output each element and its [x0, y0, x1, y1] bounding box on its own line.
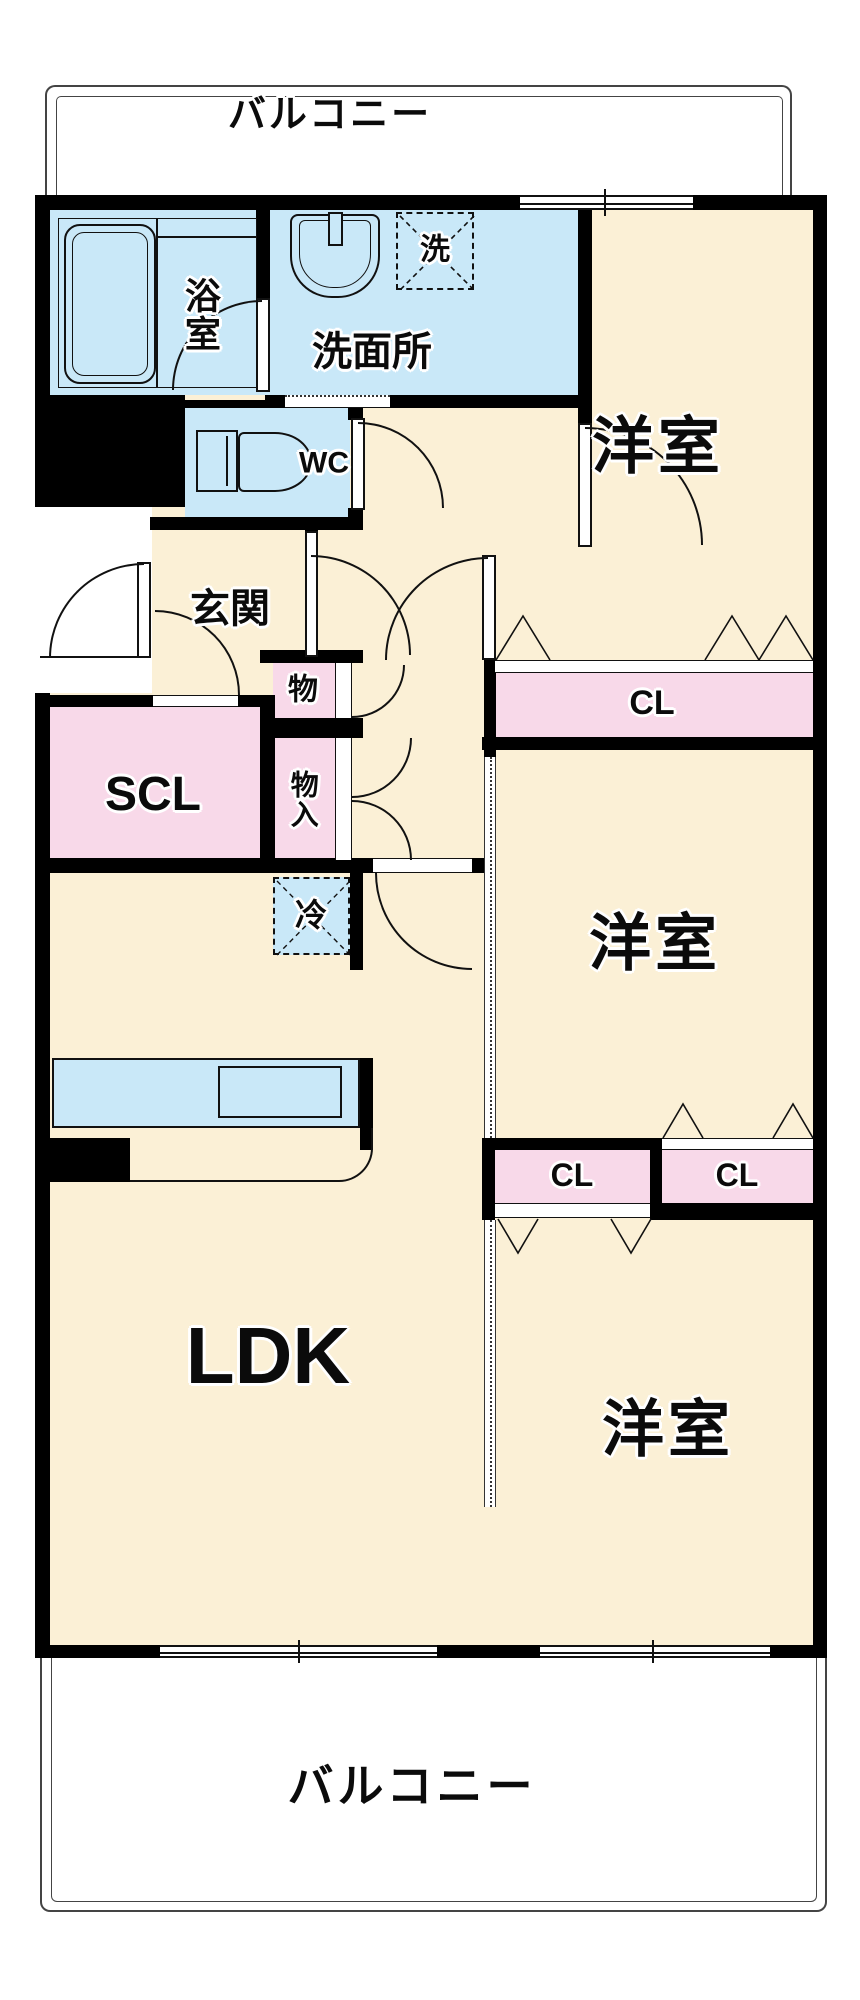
wall-wc-right-a	[348, 408, 363, 420]
window-bottom-tick	[652, 1640, 654, 1663]
fridge-label: 冷	[294, 897, 328, 934]
refrigerator	[273, 877, 351, 956]
wall-pipe-space	[35, 395, 185, 507]
sliding-door-middle-bedroom	[484, 757, 496, 1138]
wall-left-lower	[35, 693, 50, 1658]
scl-room	[50, 707, 262, 860]
bath-shelf-line	[157, 236, 257, 238]
window-bottom-bedroom	[540, 1645, 770, 1658]
wall-closettop-bottom	[482, 737, 813, 750]
wall-top	[35, 195, 827, 210]
balcony-top-label: バルコニー	[227, 94, 433, 137]
wall-storage-mid	[260, 718, 352, 738]
bedroom-bottom-label: 洋室	[601, 1395, 735, 1465]
wall-hall-closet-left	[484, 660, 496, 757]
bath-divider-line	[156, 218, 158, 388]
wall-storage-mid-stub	[350, 718, 363, 738]
wall-hall-stub	[305, 517, 318, 533]
bath-label: 浴室	[179, 277, 221, 353]
balcony-top-inner-line	[56, 96, 783, 197]
wall-kitchen-stub	[360, 1058, 373, 1150]
wall-clrow-bottom-stub	[482, 1203, 495, 1220]
wall-storage-bottom	[260, 858, 373, 873]
toilet-tank	[196, 430, 238, 492]
window-top-bedroom	[520, 195, 693, 210]
closet-left-room	[495, 1150, 650, 1203]
washroom-label: 洗面所	[312, 330, 432, 374]
toilet-bowl	[238, 432, 312, 492]
kitchen-sink	[218, 1066, 342, 1118]
balcony-bottom-label: バルコニー	[287, 1759, 537, 1812]
closet-right-door-track	[662, 1138, 813, 1150]
closet-top-fold-mark-2	[704, 614, 760, 661]
closet-top-fold-mark-3	[758, 614, 814, 661]
wall-clrow-bottom-right	[650, 1203, 813, 1220]
bedroom-middle-label: 洋室	[588, 909, 722, 979]
ldk-label: LDK	[185, 1311, 351, 1400]
window-top-tick	[604, 189, 606, 216]
wc-label: WC	[299, 446, 349, 480]
closet-top-room	[495, 673, 813, 737]
storage-small-label: 物	[288, 673, 318, 707]
storage-tall-room	[273, 738, 335, 860]
washroom-sliding-door	[285, 395, 390, 408]
wall-wc-right-b	[348, 508, 363, 530]
wall-kitchen-block	[50, 1138, 130, 1182]
wall-bedroomtop-left	[578, 210, 592, 425]
closet-right-fold-mark-2	[772, 1102, 814, 1139]
closet-left-fold-mark-2	[610, 1218, 652, 1255]
washer-label: 洗	[420, 233, 450, 267]
scl-label: SCL	[105, 767, 201, 821]
wall-scl-top-a	[35, 695, 153, 707]
closet-top-fold-mark-1	[495, 614, 551, 661]
closet-left-fold-mark-1	[497, 1218, 539, 1255]
wall-scl-bottom	[35, 858, 275, 873]
washbasin-tap	[328, 212, 343, 246]
closet-right-fold-mark-1	[662, 1102, 704, 1139]
wall-clrow-left	[482, 1150, 495, 1220]
entrance-label: 玄関	[190, 587, 270, 631]
wall-clrow-top-left	[482, 1138, 662, 1150]
wall-left-upper	[35, 195, 50, 400]
storage-tall-label: 物入	[287, 770, 319, 830]
closet-top-label: CL	[629, 684, 675, 723]
balcony-bottom-outline	[40, 1658, 827, 1912]
washing-machine	[396, 212, 475, 291]
closet-top-door-track	[495, 660, 813, 673]
storage-small-room	[273, 663, 335, 718]
bathtub	[64, 224, 156, 384]
balcony-top-outline	[45, 85, 792, 197]
kitchen-counter-edge	[130, 1128, 373, 1182]
wall-wc-bottom	[150, 517, 350, 530]
closet-right-room	[662, 1150, 813, 1203]
closet-left-label: CL	[550, 1157, 594, 1194]
wall-cl-divider	[650, 1150, 662, 1203]
closet-left-door-track	[495, 1203, 650, 1218]
bedroom-top-label: 洋室	[591, 412, 725, 482]
storage-small-door	[335, 663, 352, 718]
window-ldk-tick	[298, 1640, 300, 1663]
balcony-bottom-inner-line	[51, 1658, 817, 1902]
wall-right	[813, 195, 827, 1658]
wall-scl-right	[260, 695, 275, 873]
wall-bath-washroom	[256, 210, 270, 302]
ldk-door-opening	[373, 858, 472, 873]
wall-wc-top	[185, 400, 350, 408]
sliding-door-bottom-bedroom	[484, 1220, 496, 1507]
bathtub-inner-line	[72, 232, 148, 376]
scl-door-opening	[153, 695, 238, 707]
wall-fridge-stub	[350, 873, 363, 970]
closet-right-label: CL	[715, 1157, 759, 1194]
toilet-tank-line	[226, 436, 228, 486]
storage-tall-door	[335, 738, 352, 860]
